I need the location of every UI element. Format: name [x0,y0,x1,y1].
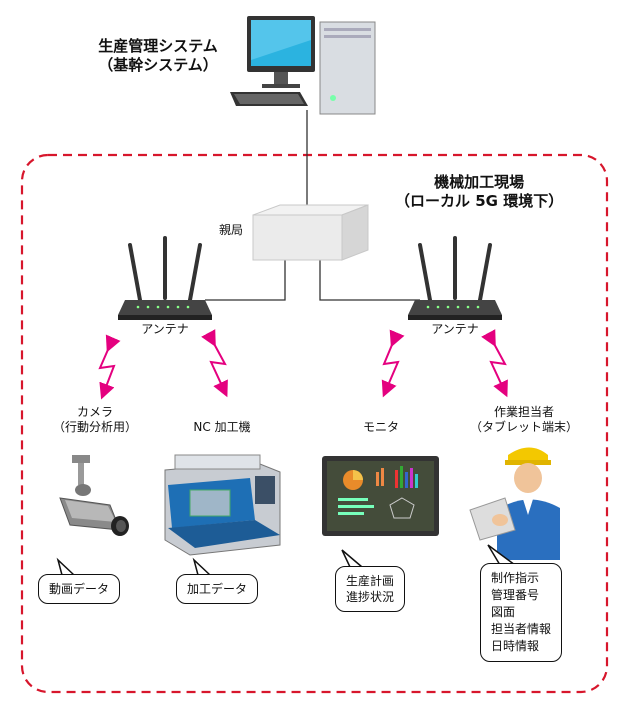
monitor-data-bubble: 生産計画 進捗状況 [335,566,406,612]
bubble-tail-camera [56,557,75,576]
worker-label: 作業担当者 （タブレット端末） [470,405,578,435]
base-station-icon [252,204,369,261]
signal-nc-icon [201,329,228,398]
worker-bubble-line: 担当者情報 [491,622,552,636]
site-boundary [20,153,609,694]
monitor-icon [322,456,439,536]
worker-subtitle: （タブレット端末） [469,420,579,434]
nc-data-bubble: 加工データ [176,574,259,604]
worker-title: 作業担当者 [493,405,555,419]
nc-label: NC 加工機 [193,420,251,434]
computer-icon [230,16,376,115]
worker-data-bubble: 制作指示 管理番号 図面 担当者情報 日時情報 [480,563,563,662]
signal-worker-icon [481,329,508,398]
line-base-left-antenna [205,255,286,301]
worker-icon [469,447,560,560]
bubble-tail-nc [192,557,211,576]
system-subtitle: （基幹システム） [98,56,218,74]
base-station-label: 親局 [219,223,244,237]
system-label: 生産管理システム （基幹システム） [98,37,218,75]
camera-icon [59,455,129,536]
monitor-bubble-line: 生産計画 [346,574,395,588]
antenna-right-label: アンテナ [431,322,479,336]
site-title: 機械加工現場 [434,173,525,191]
nc-machine-icon [164,454,281,556]
worker-bubble-line: 日時情報 [491,639,540,653]
camera-subtitle: （行動分析用） [52,420,138,434]
bubble-tail-monitor [341,549,363,568]
line-base-right-antenna [319,255,420,301]
bubble-tail-worker [487,544,516,566]
antenna-router-right-icon [408,236,502,320]
camera-data-bubble: 動画データ [38,574,121,604]
camera-label: カメラ （行動分析用） [53,405,137,435]
antenna-left-label: アンテナ [141,322,189,336]
worker-bubble-line: 管理番号 [491,588,540,602]
signal-monitor-icon [381,329,405,398]
camera-title: カメラ [76,405,114,419]
site-subtitle: （ローカル 5G 環境下） [395,192,564,210]
signal-camera-icon [98,334,121,400]
monitor-bubble-line: 進捗状況 [346,590,395,604]
worker-bubble-line: 制作指示 [491,571,540,585]
system-title: 生産管理システム [98,37,218,55]
monitor-label: モニタ [362,420,400,434]
worker-bubble-line: 図面 [491,605,516,619]
antenna-router-left-icon [118,236,212,320]
site-label: 機械加工現場 （ローカル 5G 環境下） [395,173,563,211]
